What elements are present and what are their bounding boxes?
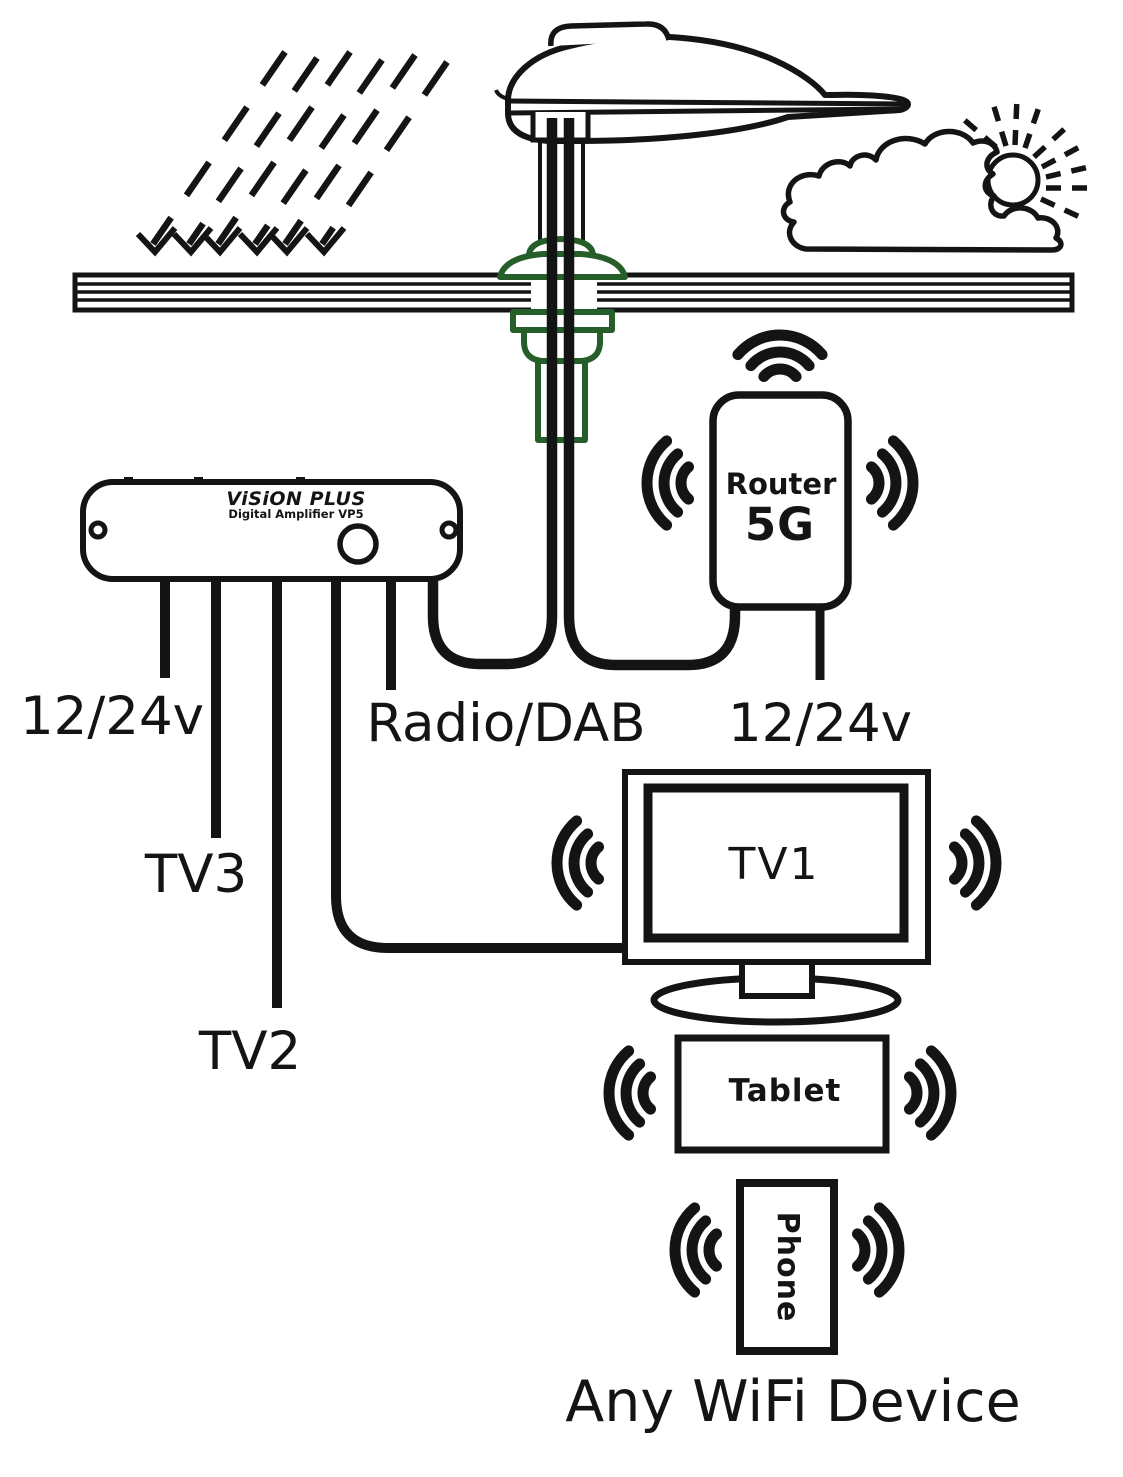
label-amp-power: 12/24v: [19, 686, 205, 747]
wifi-icon: [647, 441, 689, 525]
wifi-icon: [738, 335, 822, 377]
tablet-box: [674, 1034, 890, 1154]
antenna: [494, 21, 911, 144]
wifi-icon: [910, 1051, 952, 1135]
wifi-icon: [675, 1208, 717, 1292]
phone-label: Phone: [770, 1211, 805, 1323]
amplifier-cables: [160, 576, 632, 1008]
caption-any-wifi-device: Any WiFi Device: [565, 1369, 1021, 1435]
wifi-icon: [872, 441, 914, 525]
amplifier-model: Digital Amplifier VP5: [228, 507, 364, 521]
wifi-icon: [858, 1208, 900, 1292]
screw-icon: [439, 520, 459, 540]
tv1-box: [622, 769, 931, 1026]
adjustment-dial-icon: [337, 523, 379, 565]
label-tv2: TV2: [198, 1021, 302, 1082]
tv1-label: TV1: [728, 839, 820, 890]
screw-icon: [88, 520, 108, 540]
tablet-label: Tablet: [728, 1073, 842, 1109]
label-router-power: 12/24v: [727, 693, 913, 754]
cloud-icon: [780, 128, 1064, 253]
router-name: Router: [725, 467, 837, 501]
phone-box: [736, 1179, 838, 1355]
router-network: 5G: [744, 498, 816, 551]
amplifier-box: [80, 477, 463, 582]
rain-icon: [135, 50, 450, 257]
label-tv3: TV3: [144, 844, 248, 905]
label-radio-dab: Radio/DAB: [366, 693, 646, 754]
router-box: [709, 391, 852, 611]
wifi-icon: [557, 821, 599, 905]
amplifier-brand: ViSiON PLUS: [226, 488, 366, 510]
wifi-icon: [955, 821, 997, 905]
sun-icon: [960, 97, 1094, 222]
cable-tv1: [331, 576, 632, 953]
antenna-cables: [427, 118, 741, 671]
wifi-icon: [609, 1051, 651, 1135]
roof-gland: [497, 236, 628, 443]
